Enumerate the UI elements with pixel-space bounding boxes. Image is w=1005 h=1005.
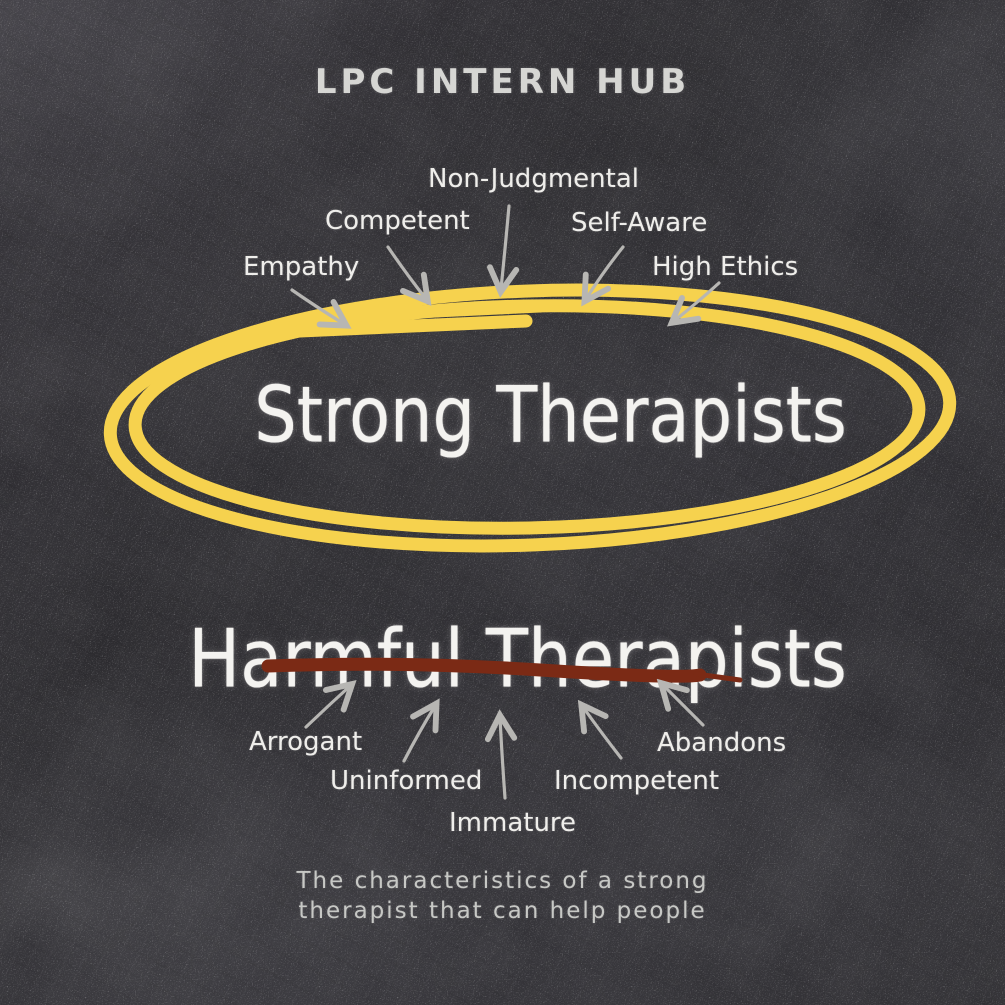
trait-label-self-aware: Self-Aware bbox=[571, 208, 708, 238]
non-judgmental-arrow bbox=[501, 204, 509, 289]
trait-label-non-judgmental: Non-Judgmental bbox=[428, 164, 639, 194]
caption-text: The characteristics of a strong therapis… bbox=[0, 866, 1005, 926]
trait-label-empathy: Empathy bbox=[243, 252, 360, 282]
trait-label-arrogant: Arrogant bbox=[249, 727, 363, 757]
strong-therapists-heading: Strong Therapists bbox=[254, 369, 847, 461]
self-aware-arrow bbox=[586, 245, 625, 299]
caption-line-1: The characteristics of a strong bbox=[296, 868, 709, 894]
high-ethics-arrow bbox=[674, 281, 721, 321]
trait-label-uninformed: Uninformed bbox=[330, 766, 483, 796]
trait-label-abandons: Abandons bbox=[657, 728, 787, 758]
empathy-arrow bbox=[290, 288, 344, 324]
trait-label-immature: Immature bbox=[449, 808, 577, 838]
brand-title: LPC INTERN HUB bbox=[314, 62, 691, 102]
yellow-circle-tail-stroke-2 bbox=[293, 314, 533, 338]
competent-arrow bbox=[386, 245, 426, 299]
caption-line-2: therapist that can help people bbox=[298, 898, 707, 924]
immature-arrow bbox=[500, 718, 505, 800]
yellow-circle-tail-stroke-1 bbox=[345, 299, 547, 322]
trait-label-incompetent: Incompetent bbox=[554, 766, 720, 796]
trait-label-competent: Competent bbox=[325, 206, 470, 236]
trait-label-high-ethics: High Ethics bbox=[652, 252, 799, 282]
harmful-therapists-heading: Harmful Therapists bbox=[188, 613, 847, 707]
uninformed-arrow bbox=[402, 706, 435, 763]
incompetent-arrow bbox=[583, 707, 623, 760]
